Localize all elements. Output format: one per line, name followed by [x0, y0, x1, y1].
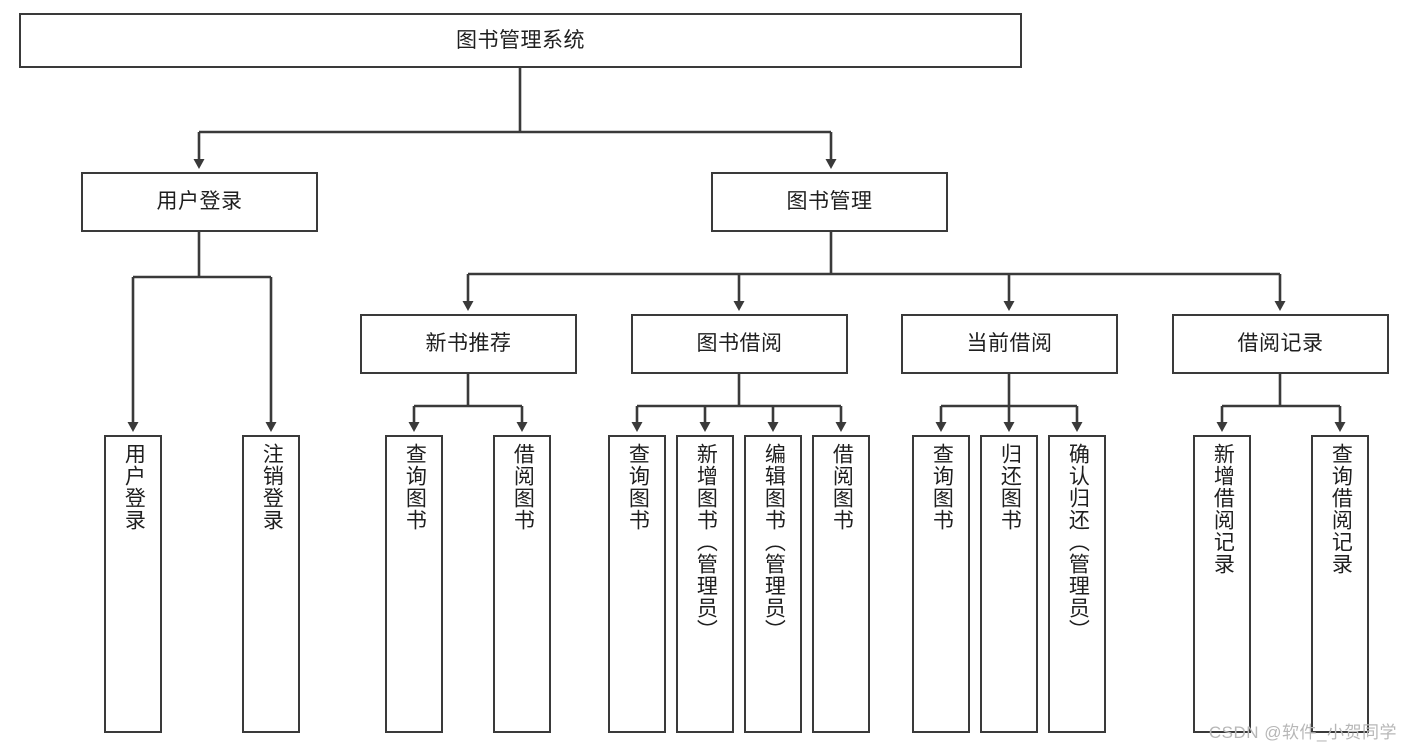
- node-label: 确认归还（管理员）: [1066, 443, 1090, 641]
- leaf-recommend-query-book[interactable]: 查询图书: [385, 435, 443, 733]
- node-label: 查询借阅记录: [1329, 443, 1353, 575]
- node-label: 图书管理系统: [456, 28, 585, 52]
- node-label: 新增图书（管理员）: [694, 443, 718, 641]
- node-new-book-recommend[interactable]: 新书推荐: [360, 314, 577, 374]
- node-label: 新书推荐: [425, 332, 512, 356]
- leaf-recommend-borrow-book[interactable]: 借阅图书: [493, 435, 551, 733]
- node-label: 查询图书: [403, 443, 427, 531]
- node-label: 用户登录: [156, 190, 243, 214]
- leaf-records-query-record[interactable]: 查询借阅记录: [1311, 435, 1369, 733]
- leaf-borrow-add-book-admin[interactable]: 新增图书（管理员）: [676, 435, 734, 733]
- leaf-current-confirm-return-admin[interactable]: 确认归还（管理员）: [1048, 435, 1106, 733]
- node-root-system[interactable]: 图书管理系统: [19, 13, 1022, 68]
- node-label: 图书借阅: [696, 332, 783, 356]
- node-user-login[interactable]: 用户登录: [81, 172, 318, 232]
- leaf-records-add-record[interactable]: 新增借阅记录: [1193, 435, 1251, 733]
- node-label: 借阅图书: [830, 443, 854, 531]
- node-label: 归还图书: [998, 443, 1022, 531]
- node-label: 注销登录: [260, 443, 284, 531]
- watermark-text: CSDN @软件_小贺同学: [1208, 723, 1397, 742]
- node-label: 新增借阅记录: [1211, 443, 1235, 575]
- leaf-borrow-edit-book-admin[interactable]: 编辑图书（管理员）: [744, 435, 802, 733]
- node-label: 查询图书: [626, 443, 650, 531]
- leaf-user-login-logout[interactable]: 注销登录: [242, 435, 300, 733]
- node-label: 借阅图书: [511, 443, 535, 531]
- node-label: 当前借阅: [966, 332, 1053, 356]
- node-book-management[interactable]: 图书管理: [711, 172, 948, 232]
- leaf-borrow-borrow-book[interactable]: 借阅图书: [812, 435, 870, 733]
- leaf-user-login-login[interactable]: 用户登录: [104, 435, 162, 733]
- leaf-borrow-query-book[interactable]: 查询图书: [608, 435, 666, 733]
- node-borrow-records[interactable]: 借阅记录: [1172, 314, 1389, 374]
- node-label: 编辑图书（管理员）: [762, 443, 786, 641]
- node-label: 借阅记录: [1237, 332, 1324, 356]
- node-label: 图书管理: [786, 190, 873, 214]
- leaf-current-return-book[interactable]: 归还图书: [980, 435, 1038, 733]
- node-current-borrow[interactable]: 当前借阅: [901, 314, 1118, 374]
- node-book-borrow[interactable]: 图书借阅: [631, 314, 848, 374]
- leaf-current-query-book[interactable]: 查询图书: [912, 435, 970, 733]
- node-label: 用户登录: [122, 443, 146, 531]
- node-label: 查询图书: [930, 443, 954, 531]
